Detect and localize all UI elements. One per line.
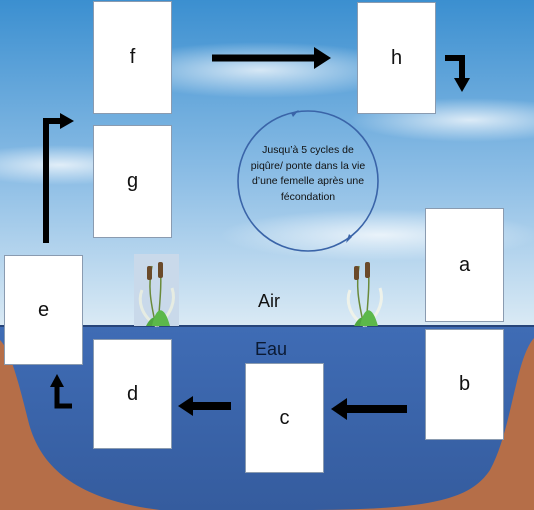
stage-box-f: f	[93, 1, 172, 114]
stage-label-e: e	[37, 298, 50, 321]
arrow-head	[60, 113, 74, 129]
stage-label-b: b	[458, 373, 471, 395]
cycle-note: Jusqu’à 5 cycles de piqûre/ ponte dans l…	[250, 144, 366, 203]
arrow-head	[178, 396, 193, 416]
air-zone-label: Air	[258, 291, 280, 311]
stage-box-e: e	[4, 255, 83, 365]
stage-box-g: g	[93, 125, 172, 238]
arrow-d-to-e	[54, 384, 72, 409]
stage-box-c: c	[245, 363, 324, 473]
reed-plant-left	[134, 254, 179, 328]
cycle-arrowhead	[291, 110, 299, 117]
stage-label-c: c	[279, 406, 290, 429]
stage-label-h: h	[390, 46, 403, 69]
arrow-head	[314, 47, 331, 69]
stage-box-b: b	[425, 329, 504, 440]
arrow-head	[454, 78, 470, 92]
arrow-e-to-g	[43, 118, 62, 243]
reed-plant-right	[346, 262, 383, 328]
stage-box-a: a	[425, 208, 504, 322]
cycle-circle	[237, 110, 379, 252]
arrow-head	[331, 398, 347, 420]
cloud	[110, 42, 410, 98]
arrow-head	[50, 374, 64, 387]
cycle-arrowhead	[346, 234, 352, 243]
water-zone-label: Eau	[255, 339, 288, 359]
stage-label-a: a	[458, 253, 471, 276]
stage-box-d: d	[93, 339, 172, 449]
stage-label-f: f	[129, 46, 136, 68]
stage-label-d: d	[126, 382, 139, 405]
arrow-h-down	[445, 55, 465, 80]
stage-box-h: h	[357, 2, 436, 114]
stage-label-g: g	[126, 170, 139, 192]
